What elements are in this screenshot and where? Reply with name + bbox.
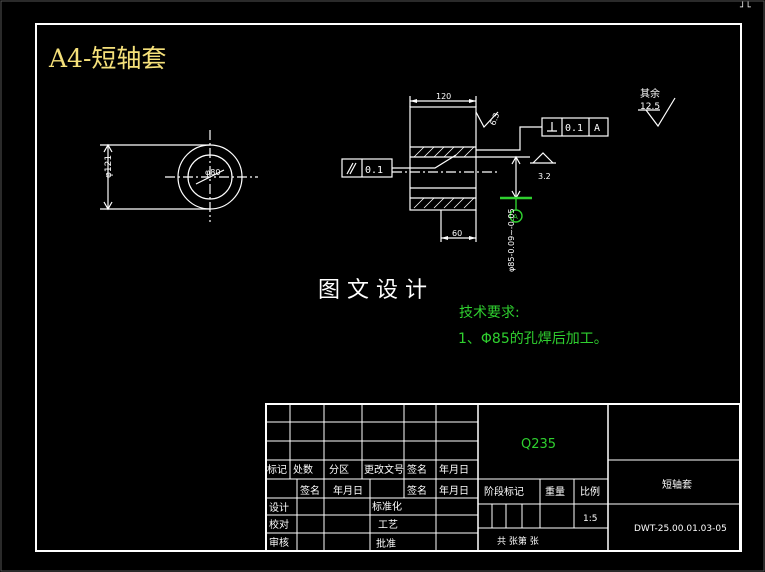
rev-header-count: 处数 <box>293 463 313 476</box>
datum-marker <box>500 196 532 223</box>
rev-header-date: 年月日 <box>439 463 469 476</box>
hatch-top <box>413 146 475 158</box>
rev-header-zone: 分区 <box>329 464 349 476</box>
rev-header-mark: 标记 <box>267 464 287 476</box>
datum-circle <box>509 209 523 223</box>
section-view <box>341 96 676 242</box>
sheet-count-label: 共 张第 张 <box>497 535 539 547</box>
sheet-title: A4-短轴套 <box>48 44 166 73</box>
cyl-leader <box>392 154 457 169</box>
roughness-rest-symbol <box>645 97 676 128</box>
scale-header: 比例 <box>580 485 600 498</box>
arrow-down <box>103 201 113 211</box>
arrow-up <box>103 143 113 153</box>
title-block <box>265 403 741 552</box>
scale-value: 1:5 <box>583 514 597 524</box>
role-approve: 批准 <box>376 537 396 550</box>
datum-letter: A <box>513 213 518 221</box>
drawing-number-label: DWT-25.00.01.03-05 <box>634 524 727 534</box>
date-header-2: 年月日 <box>439 484 469 497</box>
cyl-tol-label: 0.1 <box>365 165 383 176</box>
corner-marks: ┘└ <box>739 1 751 13</box>
hole-leader <box>195 169 225 185</box>
hole-label: φ80 <box>205 168 220 177</box>
stage-header: 阶段标记 <box>484 485 524 498</box>
role-standard: 标准化 <box>372 500 402 513</box>
arrow-width-right <box>469 99 476 103</box>
rev-header-sign: 签名 <box>407 463 427 476</box>
watermark-text: 图 文 设 计 <box>318 278 427 303</box>
perp-leader <box>476 126 542 151</box>
cyl-icon <box>346 162 357 175</box>
rev-header-docno: 更改文号 <box>364 463 404 476</box>
perp-tol-label: 0.1 <box>565 123 583 134</box>
arrow-inner-right <box>469 236 476 240</box>
perp-datum-label: A <box>594 123 600 134</box>
roughness-symbol-side <box>532 152 554 164</box>
tech-req-heading: 技术要求: <box>459 305 520 321</box>
roughness-symbol-top <box>475 111 499 129</box>
arrow-inner-left <box>441 236 448 240</box>
sign-header-1: 签名 <box>300 484 320 497</box>
date-header-1: 年月日 <box>333 484 363 497</box>
diameter-label: φ121 <box>104 155 114 178</box>
hatch-bottom <box>413 197 475 209</box>
section-outline <box>409 106 477 211</box>
weight-header: 重量 <box>545 485 565 498</box>
roughness-top-label: 6.3 <box>488 112 501 127</box>
sign-header-2: 签名 <box>407 484 427 497</box>
title-block-border <box>265 403 741 552</box>
tech-req-item-1: 1、Φ85的孔焊后加工。 <box>458 331 608 347</box>
role-check: 校对 <box>269 518 289 531</box>
roughness-rest-value: 12.5 <box>640 102 660 112</box>
arrow-width-left <box>410 99 417 103</box>
part-name-label: 短轴套 <box>662 478 692 491</box>
bore-dim-label: φ85-0.09~-0.05 <box>507 208 516 272</box>
roughness-rest-label: 其余 <box>640 87 660 100</box>
material-label: Q235 <box>521 437 556 452</box>
roughness-side-label: 3.2 <box>538 172 551 181</box>
role-design: 设计 <box>269 501 289 514</box>
inner-dim-label: 60 <box>452 229 462 238</box>
bore-arrow-top <box>511 155 521 165</box>
role-process: 工艺 <box>378 519 398 531</box>
width-dim-label: 120 <box>436 92 451 101</box>
front-view <box>100 130 258 222</box>
perp-icon <box>547 122 557 132</box>
role-review: 审核 <box>269 536 289 549</box>
